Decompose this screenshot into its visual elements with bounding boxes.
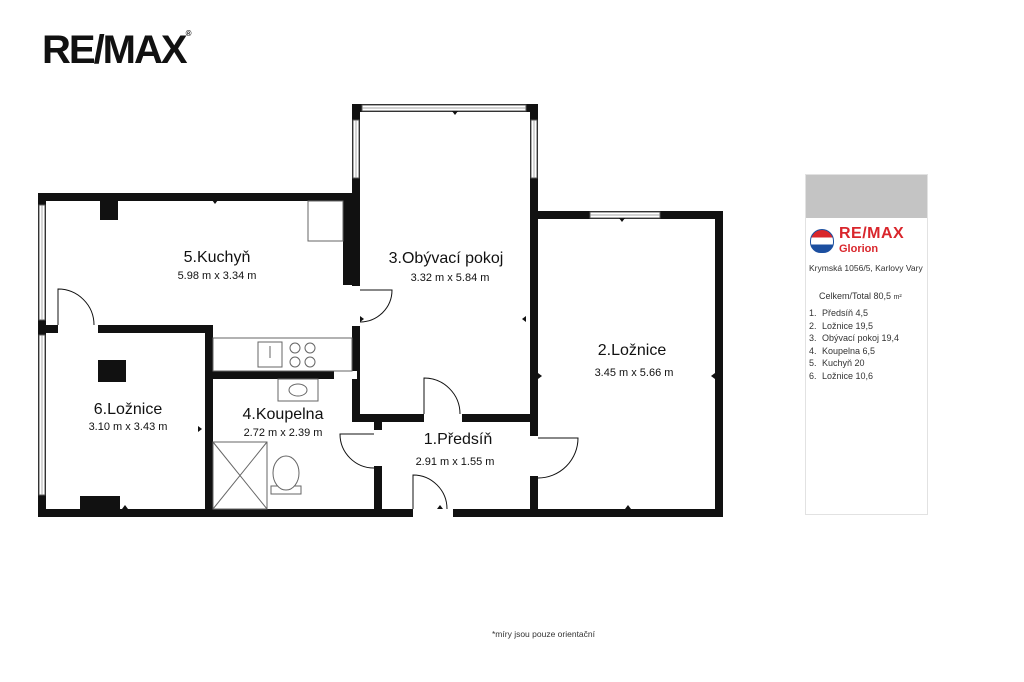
room-1-name: 1.Předsíň	[424, 431, 492, 448]
room-6-dims: 3.10 m x 3.43 m	[89, 421, 168, 433]
room-3-name: 3.Obývací pokoj	[389, 250, 504, 267]
door-openings	[58, 286, 538, 517]
footnote: *míry jsou pouze orientační	[492, 629, 595, 639]
room-5-dims: 5.98 m x 3.34 m	[178, 270, 257, 282]
wall-markers	[122, 111, 715, 509]
legend-item: 2.Ložnice 19,5	[809, 320, 874, 331]
legend-item: 4.Koupelna 6,5	[809, 345, 876, 356]
info-card: RE/MAX Glorion Krymská 1056/5, Karlovy V…	[805, 174, 928, 515]
room-3-dims: 3.32 m x 5.84 m	[411, 272, 490, 284]
legend-item: 3.Obývací pokoj 19,4	[809, 333, 900, 344]
legend-item: 5.Kuchyň 20	[809, 358, 865, 369]
kitchen-counter	[212, 200, 353, 372]
room-4-name: 4.Koupelna	[243, 406, 324, 423]
balloon-logo-icon	[810, 228, 834, 253]
card-header-band	[806, 175, 927, 218]
total-area: Celkem/Total 80,5 m²	[806, 273, 927, 301]
room-labels: 1.Předsíň 2.91 m x 1.55 m 2.Ložnice 3.45…	[89, 249, 674, 468]
room-5-name: 5.Kuchyň	[184, 249, 251, 266]
room-4-dims: 2.72 m x 2.39 m	[244, 427, 323, 439]
legend-item: 1.Předsíň 4,5	[809, 308, 869, 318]
room-1-dims: 2.91 m x 1.55 m	[416, 456, 495, 468]
remax-logo: RE/MAX®	[42, 28, 192, 72]
bathroom-fixtures	[212, 378, 319, 510]
doors	[57, 288, 579, 510]
card-brand-name: RE/MAX	[839, 225, 905, 242]
room-2-name: 2.Ložnice	[598, 342, 667, 359]
windows	[38, 104, 661, 496]
total-label: Celkem/Total	[819, 291, 872, 301]
room-6-name: 6.Ložnice	[94, 401, 163, 418]
room-2-dims: 3.45 m x 5.66 m	[595, 367, 674, 379]
card-brand: RE/MAX Glorion	[806, 218, 927, 255]
total-unit: m²	[893, 294, 902, 301]
total-value: 80,5	[873, 291, 892, 301]
room-legend: 1.Předsíň 4,5 2.Ložnice 19,5 3.Obývací p…	[806, 307, 927, 383]
card-brand-sub: Glorion	[839, 243, 879, 255]
property-address: Krymská 1056/5, Karlovy Vary	[809, 263, 923, 273]
legend-item: 6.Ložnice 10,6	[809, 370, 874, 381]
